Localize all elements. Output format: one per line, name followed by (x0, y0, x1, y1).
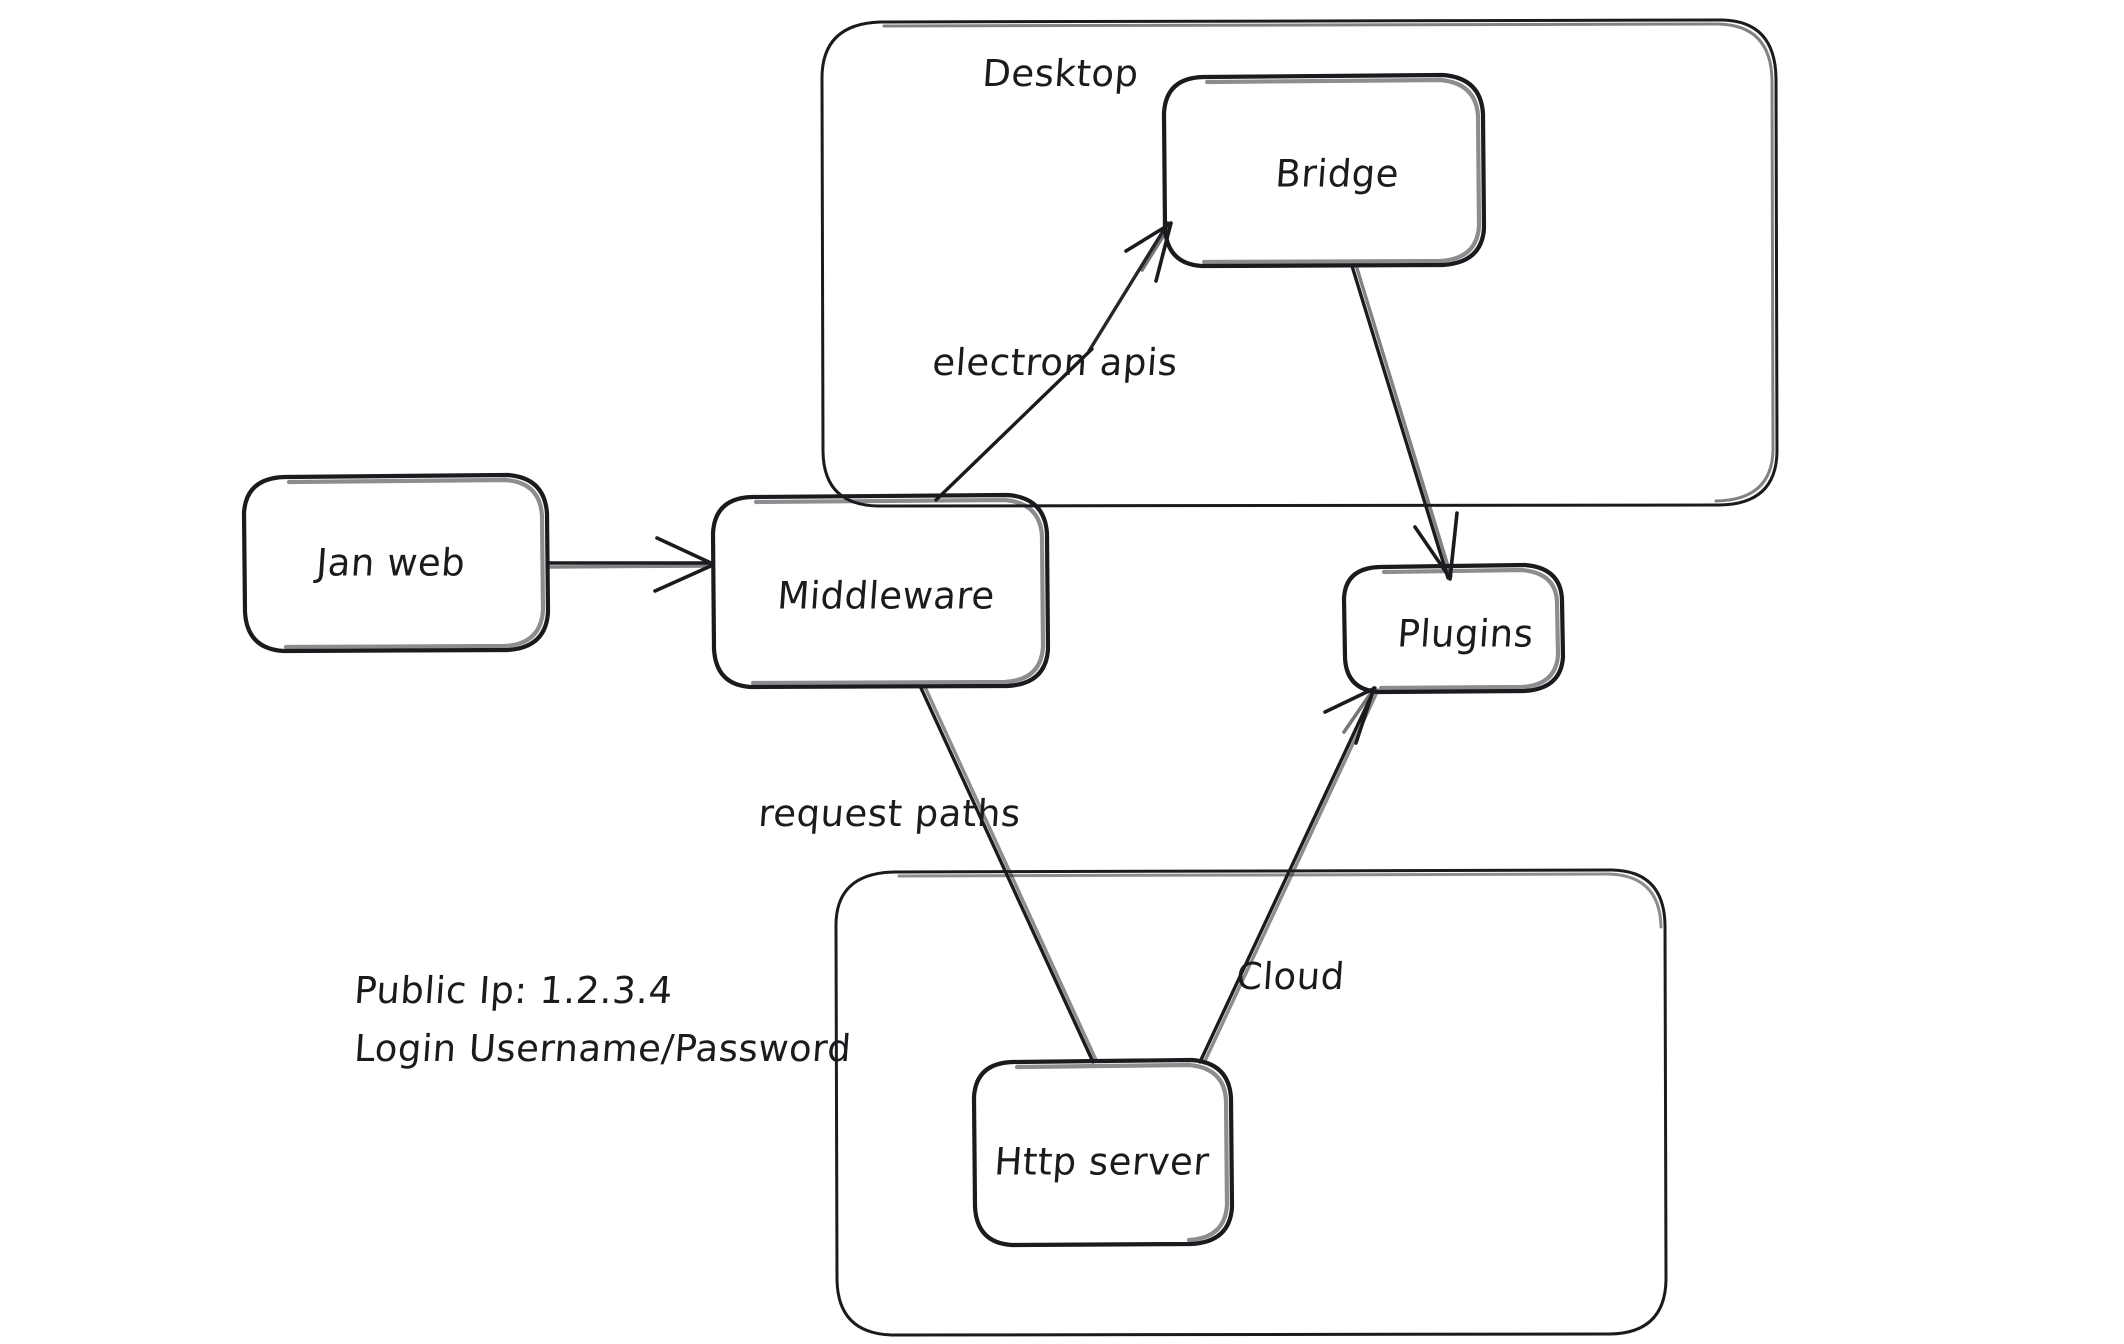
container-label-desktop: Desktop (980, 52, 1141, 95)
edge-janweb-to-middleware[interactable] (547, 536, 715, 593)
node-label-bridge: Bridge (1273, 152, 1401, 196)
edge-middleware-to-httpserver[interactable] (919, 685, 1098, 1064)
node-plugins[interactable] (1341, 562, 1566, 695)
edge-middleware-to-bridge[interactable] (934, 221, 1173, 502)
note-login-credentials: Login Username/Password (352, 1027, 853, 1070)
node-label-http-server: Http server (992, 1140, 1211, 1184)
edge-label-request-paths: request paths (756, 792, 1023, 835)
edge-httpserver-to-plugins[interactable] (1198, 686, 1380, 1065)
container-label-cloud: Cloud (1234, 955, 1347, 998)
node-middleware[interactable] (710, 492, 1051, 690)
edge-label-electron-apis: electron apis (930, 341, 1180, 384)
container-cloud[interactable] (834, 868, 1668, 1337)
node-label-middleware: Middleware (775, 574, 997, 618)
container-desktop[interactable] (820, 18, 1779, 508)
note-public-ip: Public Ip: 1.2.3.4 (352, 969, 675, 1012)
node-bridge[interactable] (1161, 72, 1487, 269)
node-label-plugins: Plugins (1395, 612, 1536, 656)
node-http-server[interactable] (971, 1057, 1235, 1248)
node-jan-web[interactable] (241, 472, 551, 654)
edge-bridge-to-plugins[interactable] (1350, 263, 1459, 581)
node-label-jan-web: Jan web (314, 541, 467, 585)
